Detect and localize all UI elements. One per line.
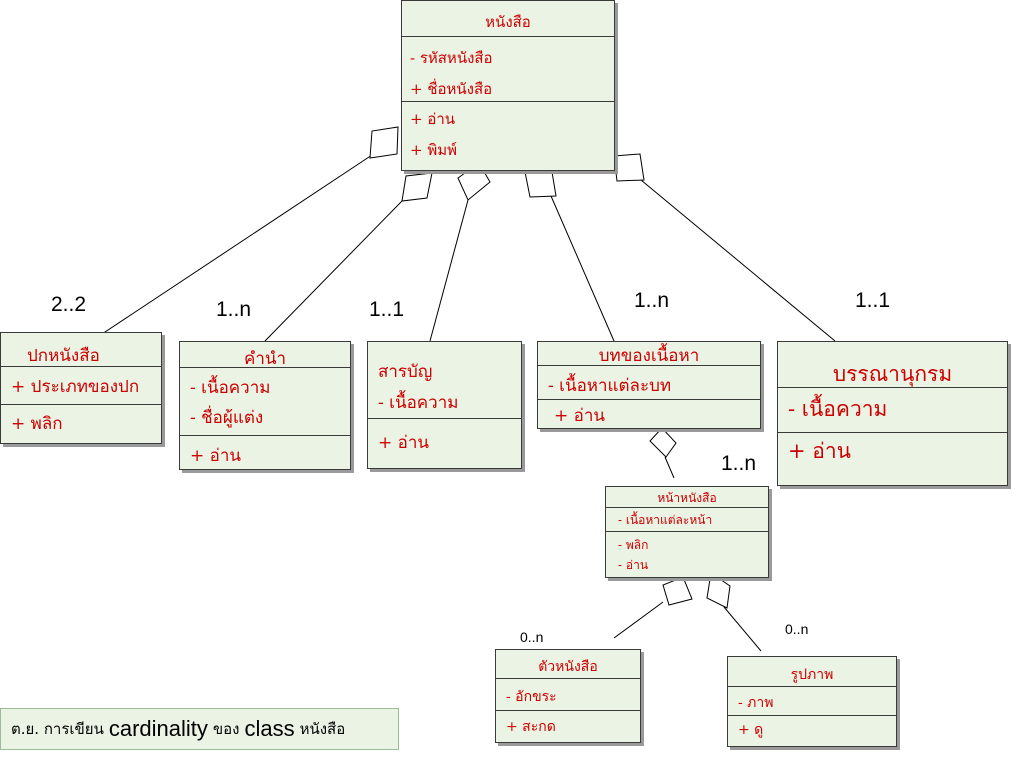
multiplicity-chapter: 1..n bbox=[634, 289, 670, 312]
attribute: - รหัสหนังสือ bbox=[410, 49, 493, 67]
operation: + อ่าน bbox=[554, 406, 606, 426]
class-letter-operations: + สะกด bbox=[496, 711, 640, 742]
class-chapter-operations: + อ่าน bbox=[538, 400, 760, 429]
class-preface-attributes: - เนื้อความ - ชื่อผู้แต่ง bbox=[180, 368, 350, 436]
aggregation-diamond-cover bbox=[369, 126, 399, 159]
aggregation-diamond-preface bbox=[401, 172, 433, 202]
attribute: - ภาพ bbox=[738, 695, 774, 711]
class-page[interactable]: หน้าหนังสือ - เนื้อหาแต่ละหน้า - พลิก - … bbox=[605, 486, 769, 578]
multiplicity-toc: 1..1 bbox=[369, 298, 405, 321]
aggregation-diamond-chapter bbox=[524, 171, 557, 198]
class-toc-operations: + อ่าน bbox=[368, 419, 521, 468]
operation: + อ่าน bbox=[190, 446, 242, 466]
attribute: - เนื้อความ bbox=[378, 393, 459, 413]
operation: + พลิก bbox=[11, 414, 63, 434]
class-bibliography-attributes: - เนื้อความ bbox=[778, 388, 1007, 433]
class-letter-attributes: - อักขระ bbox=[496, 679, 640, 711]
multiplicity-letter: 0..n bbox=[520, 629, 544, 645]
class-preface-operations: + อ่าน bbox=[180, 436, 350, 469]
link-page-letter bbox=[613, 601, 664, 639]
class-page-operations: - พลิก - อ่าน bbox=[606, 532, 768, 577]
caption-term-class: class bbox=[244, 716, 295, 741]
class-book-title: หนังสือ bbox=[402, 1, 614, 37]
class-picture-operations: + ดู bbox=[728, 716, 896, 746]
operation: + พิมพ์ bbox=[410, 141, 457, 159]
class-letter-title: ตัวหนังสือ bbox=[496, 650, 640, 679]
class-chapter-attributes: - เนื้อหาแต่ละบท bbox=[538, 366, 760, 400]
class-picture[interactable]: รูปภาพ - ภาพ + ดู bbox=[727, 656, 897, 747]
class-toc[interactable]: สารบัญ - เนื้อความ + อ่าน bbox=[367, 341, 522, 469]
operation: + ดู bbox=[738, 722, 764, 738]
class-book-operations: + อ่าน + พิมพ์ bbox=[402, 102, 614, 170]
attribute: - อักขระ bbox=[506, 689, 557, 705]
caption-box: ต.ย. การเขียน cardinality ของ class หนัง… bbox=[0, 708, 399, 750]
link-book-toc bbox=[429, 199, 469, 342]
class-preface[interactable]: คำนำ - เนื้อความ - ชื่อผู้แต่ง + อ่าน bbox=[179, 341, 351, 470]
class-toc-attributes: - เนื้อความ bbox=[368, 389, 521, 419]
class-cover-operations: + พลิก bbox=[1, 405, 161, 443]
class-book[interactable]: หนังสือ - รหัสหนังสือ + ชื่อหนังสือ + อ่… bbox=[401, 0, 615, 171]
caption-term-cardinality: cardinality bbox=[108, 716, 208, 741]
class-toc-title: สารบัญ bbox=[378, 362, 433, 382]
class-bibliography-operations: + อ่าน bbox=[778, 433, 1007, 485]
link-book-bibliography bbox=[640, 179, 836, 342]
operation: - พลิก bbox=[618, 538, 649, 552]
class-chapter[interactable]: บทของเนื้อหา - เนื้อหาแต่ละบท + อ่าน bbox=[537, 341, 761, 429]
attribute: - เนื้อหาแต่ละหน้า bbox=[618, 513, 713, 527]
class-picture-attributes: - ภาพ bbox=[728, 687, 896, 716]
multiplicity-cover: 2..2 bbox=[51, 293, 87, 316]
attribute: + ชื่อหนังสือ bbox=[410, 80, 493, 98]
operation: + อ่าน bbox=[410, 110, 456, 128]
attribute: - เนื้อหาแต่ละบท bbox=[548, 376, 672, 396]
attribute: + ประเภทของปก bbox=[11, 377, 140, 397]
attribute: - เนื้อความ bbox=[190, 378, 271, 398]
attribute: - ชื่อผู้แต่ง bbox=[190, 408, 264, 428]
link-page-picture bbox=[723, 606, 762, 652]
multiplicity-preface: 1..n bbox=[216, 298, 252, 321]
class-cover[interactable]: ปกหนังสือ + ประเภทของปก + พลิก bbox=[0, 332, 162, 444]
operation: - อ่าน bbox=[618, 558, 649, 572]
caption-suffix: หนังสือ bbox=[299, 720, 346, 738]
operation: + อ่าน bbox=[378, 433, 430, 453]
caption-middle: ของ bbox=[212, 720, 240, 738]
operation: + อ่าน bbox=[788, 439, 852, 463]
link-chapter-page bbox=[664, 456, 675, 479]
multiplicity-bibliography: 1..1 bbox=[855, 289, 891, 312]
class-book-attributes: - รหัสหนังสือ + ชื่อหนังสือ bbox=[402, 37, 614, 102]
aggregation-diamond-letter bbox=[662, 576, 693, 606]
class-bibliography-title: บรรณานุกรม bbox=[778, 342, 1007, 388]
class-page-attributes: - เนื้อหาแต่ละหน้า bbox=[606, 508, 768, 532]
aggregation-diamond-bibliography bbox=[613, 153, 645, 182]
class-cover-attributes: + ประเภทของปก bbox=[1, 367, 161, 405]
class-picture-title: รูปภาพ bbox=[728, 657, 896, 687]
operation: + สะกด bbox=[506, 719, 556, 735]
class-chapter-title: บทของเนื้อหา bbox=[538, 342, 760, 366]
multiplicity-picture: 0..n bbox=[785, 621, 809, 637]
class-bibliography[interactable]: บรรณานุกรม - เนื้อความ + อ่าน bbox=[777, 341, 1008, 486]
caption-prefix: ต.ย. การเขียน bbox=[11, 720, 104, 738]
class-preface-title: คำนำ bbox=[180, 342, 350, 369]
aggregation-diamond-page bbox=[649, 427, 677, 458]
class-letter[interactable]: ตัวหนังสือ - อักขระ + สะกด bbox=[495, 649, 641, 743]
link-book-chapter bbox=[550, 195, 615, 342]
class-page-title: หน้าหนังสือ bbox=[606, 487, 768, 508]
aggregation-diamond-picture bbox=[706, 572, 731, 609]
class-cover-title: ปกหนังสือ bbox=[1, 333, 161, 367]
attribute: - เนื้อความ bbox=[788, 397, 888, 421]
multiplicity-page: 1..n bbox=[721, 452, 757, 475]
